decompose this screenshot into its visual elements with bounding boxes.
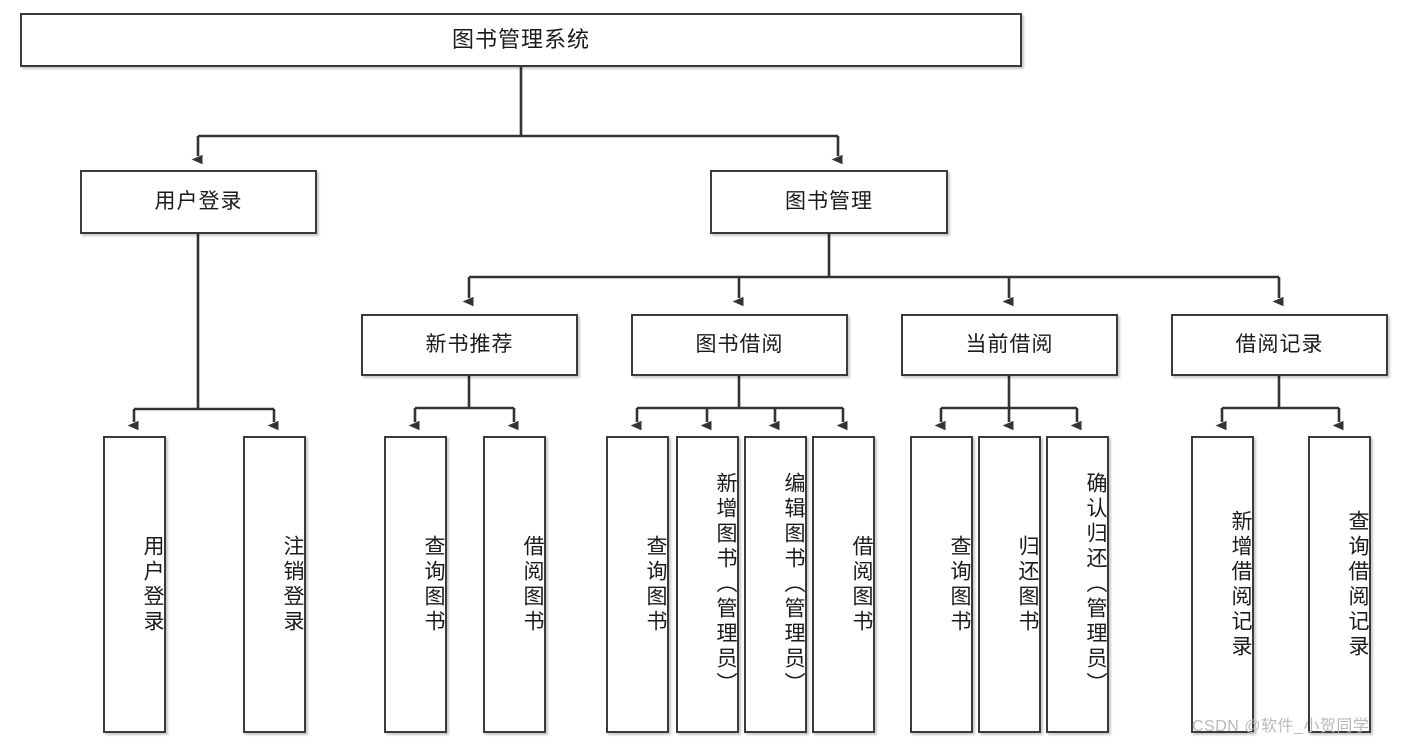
node-current-borrow[interactable]: 当前借阅 bbox=[901, 314, 1118, 376]
leaf-add-borrow-record[interactable]: 新增借阅记录 bbox=[1191, 436, 1254, 733]
leaf-query-book-borrow[interactable]: 查询图书 bbox=[606, 436, 669, 733]
node-root[interactable]: 图书管理系统 bbox=[20, 13, 1022, 67]
leaf-logout[interactable]: 注销登录 bbox=[243, 436, 306, 733]
leaf-borrow-book-recommend[interactable]: 借阅图书 bbox=[483, 436, 546, 733]
leaf-query-book-current[interactable]: 查询图书 bbox=[910, 436, 973, 733]
leaf-edit-book-admin[interactable]: 编辑图书（管理员） bbox=[744, 436, 807, 733]
leaf-confirm-return-admin[interactable]: 确认归还（管理员） bbox=[1046, 436, 1109, 733]
leaf-add-book-admin[interactable]: 新增图书（管理员） bbox=[676, 436, 739, 733]
leaf-query-borrow-record[interactable]: 查询借阅记录 bbox=[1308, 436, 1371, 733]
csdn-watermark: CSDN @软件_小贺同学 bbox=[1192, 718, 1370, 735]
leaf-user-login[interactable]: 用户登录 bbox=[103, 436, 166, 733]
leaf-borrow-book[interactable]: 借阅图书 bbox=[812, 436, 875, 733]
leaf-return-book[interactable]: 归还图书 bbox=[978, 436, 1041, 733]
node-book-management[interactable]: 图书管理 bbox=[710, 170, 948, 234]
node-user-login[interactable]: 用户登录 bbox=[80, 170, 317, 234]
node-book-borrow[interactable]: 图书借阅 bbox=[631, 314, 848, 376]
node-borrow-record[interactable]: 借阅记录 bbox=[1171, 314, 1388, 376]
leaf-query-book-recommend[interactable]: 查询图书 bbox=[384, 436, 447, 733]
node-new-book-recommend[interactable]: 新书推荐 bbox=[361, 314, 578, 376]
